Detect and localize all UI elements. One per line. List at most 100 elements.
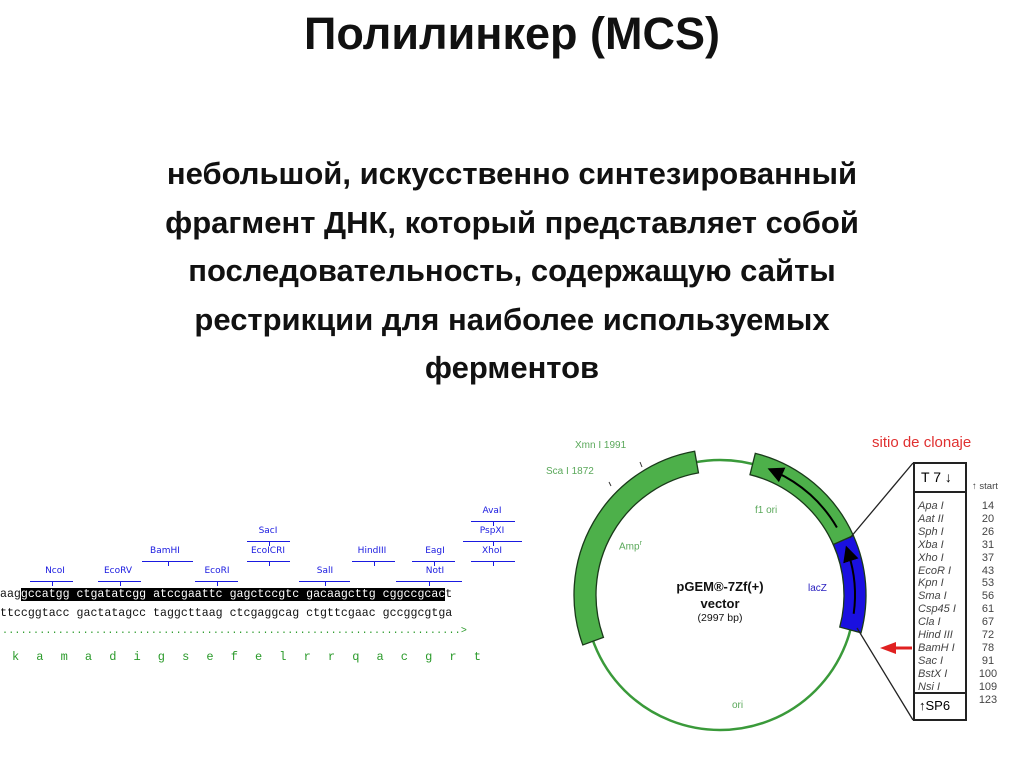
enzyme-label: NcoI <box>45 566 65 576</box>
amino-acid: q <box>352 650 360 664</box>
enzyme-bracket <box>195 581 238 582</box>
amino-acid: r <box>327 650 336 664</box>
restriction-site: BstX I <box>918 667 948 680</box>
amino-acid: g <box>425 650 433 664</box>
enzyme-cut-tick <box>493 562 494 566</box>
enzyme-cut-tick <box>433 562 435 566</box>
restriction-site: Csp45 I <box>918 603 956 616</box>
enzyme-label: XhoI <box>481 546 503 556</box>
amino-acid: l <box>279 650 287 664</box>
enzyme-label: PspXI <box>479 526 505 536</box>
arrow-down-icon: ↓ <box>944 469 952 485</box>
restriction-site-position: 20 <box>981 512 995 525</box>
enzyme-label: BamHI <box>150 546 180 556</box>
cloning-site-box: T 7 ↓ ↑SP6 <box>913 462 967 721</box>
description-line: ферментов <box>424 350 600 385</box>
amino-acid: e <box>206 650 214 664</box>
amino-acid: e <box>255 650 263 664</box>
enzyme-bracket <box>299 581 350 582</box>
restriction-site: EcoR I <box>918 564 952 577</box>
description-line: небольшой, искусственно синтезированный <box>166 156 858 191</box>
enzyme-label: SacI <box>258 526 278 536</box>
amino-acid: a <box>84 650 93 664</box>
enzyme-bracket <box>247 541 290 542</box>
enzyme-cut-tick <box>167 562 169 566</box>
enzyme-bracket <box>396 581 462 582</box>
restriction-site-position: 53 <box>981 577 995 590</box>
enzyme-label: AvaI <box>482 506 502 516</box>
enzyme-cut-tick <box>268 562 270 566</box>
t7-label: T 7 <box>921 469 941 485</box>
enzyme-bracket <box>352 561 395 562</box>
start-label: ↑ start <box>972 481 998 492</box>
amp-label: Ampr <box>619 540 642 552</box>
enzyme-cut-tick <box>216 582 218 586</box>
enzyme-bracket <box>463 541 522 542</box>
f1-direction-arrow <box>767 467 838 529</box>
amino-acid: d <box>109 650 117 664</box>
description-line: рестрикции для наиболее используемых <box>194 301 830 337</box>
amino-acid: k <box>12 650 20 664</box>
restriction-site: Hind III <box>918 629 953 641</box>
description-line: фрагмент ДНК, который представляет собой <box>165 204 859 240</box>
restriction-site: Xba I <box>918 538 944 551</box>
enzyme-bracket <box>142 561 193 562</box>
amp-superscript: r <box>639 540 642 547</box>
amino-acid: i <box>133 650 141 664</box>
restriction-site-position: 56 <box>981 590 995 603</box>
zoom-line-bottom <box>856 627 914 721</box>
amino-acid: r <box>303 650 311 664</box>
amino-acid: m <box>60 650 68 664</box>
restriction-site-position: 31 <box>981 538 995 551</box>
enzyme-cut-tick <box>51 582 53 586</box>
slide-description: небольшой, искусственно синтезированный … <box>60 150 964 393</box>
enzyme-cut-tick <box>324 582 326 586</box>
zoom-line-top <box>849 462 914 539</box>
top-strand-suffix: t <box>445 588 453 601</box>
amp-text: Amp <box>619 541 640 553</box>
reading-frame-arrow: ........................................… <box>2 626 468 637</box>
enzyme-bracket <box>471 561 515 562</box>
enzyme-cut-tick <box>492 542 494 546</box>
description-line: последовательность, содержащую сайты <box>188 253 836 288</box>
restriction-site: Apa I <box>918 500 944 512</box>
amp-resistance-gene <box>573 450 700 646</box>
sca-tick <box>608 481 612 487</box>
restriction-site-position: 26 <box>981 525 995 538</box>
slide-title: Полилинкер (MCS) <box>304 8 720 59</box>
enzyme-label: EcoRI <box>204 566 230 576</box>
restriction-site: Cla I <box>918 616 941 629</box>
f1-ori-region <box>749 452 855 546</box>
top-strand: aaggccatgg ctgatatcgg atccgaattc gagctcc… <box>0 588 452 601</box>
restriction-site: Sac I <box>918 654 944 667</box>
amino-acid: r <box>449 650 457 664</box>
ori-label: ori <box>732 700 744 711</box>
xmn-site-label: Xmn I 1991 <box>575 440 627 451</box>
restriction-site: Xho I <box>918 551 944 564</box>
sca-site-label: Sca I 1872 <box>546 466 594 477</box>
f1-ori-label: f1 ori <box>755 505 778 516</box>
plasmid-subtitle: vector <box>700 596 740 611</box>
restriction-site: Aat II <box>918 512 944 525</box>
enzyme-label: EagI <box>425 546 445 556</box>
plasmid-size: (2997 bp) <box>697 612 743 624</box>
lacz-label: lacZ <box>808 583 827 594</box>
amino-acid: g <box>157 650 165 664</box>
restriction-site: Nsi I <box>918 680 940 693</box>
start-text: start <box>979 481 998 492</box>
sp6-label: SP6 <box>925 698 951 713</box>
enzyme-cut-tick <box>493 522 494 526</box>
t7-promoter: T 7 ↓ <box>915 464 965 493</box>
restriction-site: Sma I <box>918 590 947 603</box>
restriction-site-position: 109 <box>978 680 998 693</box>
enzyme-label: SalI <box>316 566 334 576</box>
amino-acid: f <box>230 650 238 664</box>
plasmid-name-block: pGEM®-7Zf(+) vector (2997 bp) <box>660 578 780 624</box>
restriction-site-position: 43 <box>981 564 995 577</box>
enzyme-label: HindIII <box>357 546 387 556</box>
amino-acid: s <box>182 650 190 664</box>
enzyme-bracket <box>412 561 455 562</box>
restriction-site-position: 72 <box>981 629 995 641</box>
amino-acid: a <box>36 650 44 664</box>
amino-acid: a <box>376 650 384 664</box>
